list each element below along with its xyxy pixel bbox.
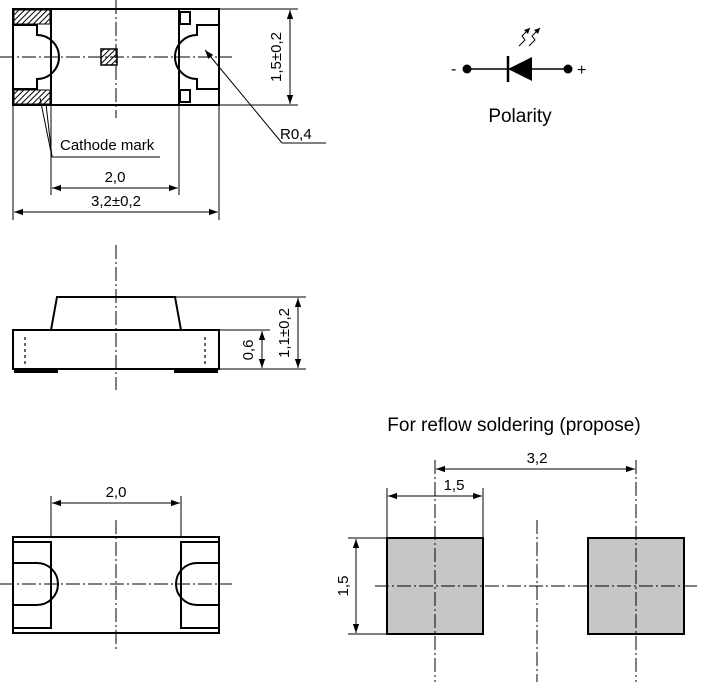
anode-terminal-dot bbox=[563, 64, 573, 74]
top-view: 1,5±0,2 R0,4 Cathode mark 2,0 3,2±0,2 bbox=[0, 0, 326, 220]
emission-arrowhead-1 bbox=[524, 28, 530, 34]
polarity-symbol: - + Polarity bbox=[451, 27, 586, 127]
bottom-left-terminal bbox=[13, 541, 52, 629]
bottom-right-terminal bbox=[180, 541, 219, 629]
cathode-mark-hatch-bottom bbox=[13, 89, 51, 105]
top-right-notch-top bbox=[179, 11, 191, 25]
top-left-terminal bbox=[13, 24, 60, 90]
dim-inner-width-label: 2,0 bbox=[105, 169, 126, 186]
dim-base-height-label: 0,6 bbox=[240, 340, 257, 361]
side-pad-right bbox=[174, 368, 218, 373]
side-pad-left bbox=[14, 368, 58, 373]
dim-total-height-label: 1,1±0,2 bbox=[276, 308, 293, 358]
polarity-minus: - bbox=[451, 61, 456, 78]
top-right-notch-bottom bbox=[179, 89, 191, 103]
dim-height-label: 1,5±0,2 bbox=[268, 32, 285, 82]
cathode-mark-hatch-top bbox=[13, 9, 51, 25]
polarity-title: Polarity bbox=[488, 106, 552, 127]
top-right-terminal bbox=[174, 24, 219, 90]
radius-leader bbox=[204, 49, 283, 144]
dim-pad-width-label: 1,5 bbox=[444, 477, 465, 494]
footprint-title: For reflow soldering (propose) bbox=[387, 415, 640, 436]
cathode-terminal-dot bbox=[462, 64, 472, 74]
dim-pitch-label: 3,2 bbox=[527, 450, 548, 467]
radius-label: R0,4 bbox=[280, 126, 312, 143]
dim-pad-height-label: 1,5 bbox=[335, 576, 352, 597]
diode-triangle bbox=[508, 57, 532, 81]
polarity-plus: + bbox=[577, 62, 586, 79]
bottom-view: 2,0 bbox=[0, 484, 232, 650]
footprint: For reflow soldering (propose) 3,2 1,5 1… bbox=[335, 415, 700, 682]
cathode-leader-1 bbox=[39, 97, 53, 158]
side-view: 0,6 1,1±0,2 bbox=[12, 245, 306, 390]
cathode-mark-label: Cathode mark bbox=[60, 137, 155, 154]
dim-pad-spacing-label: 2,0 bbox=[106, 484, 127, 501]
emission-arrowhead-2 bbox=[534, 28, 540, 34]
dim-total-width-label: 3,2±0,2 bbox=[91, 193, 141, 210]
